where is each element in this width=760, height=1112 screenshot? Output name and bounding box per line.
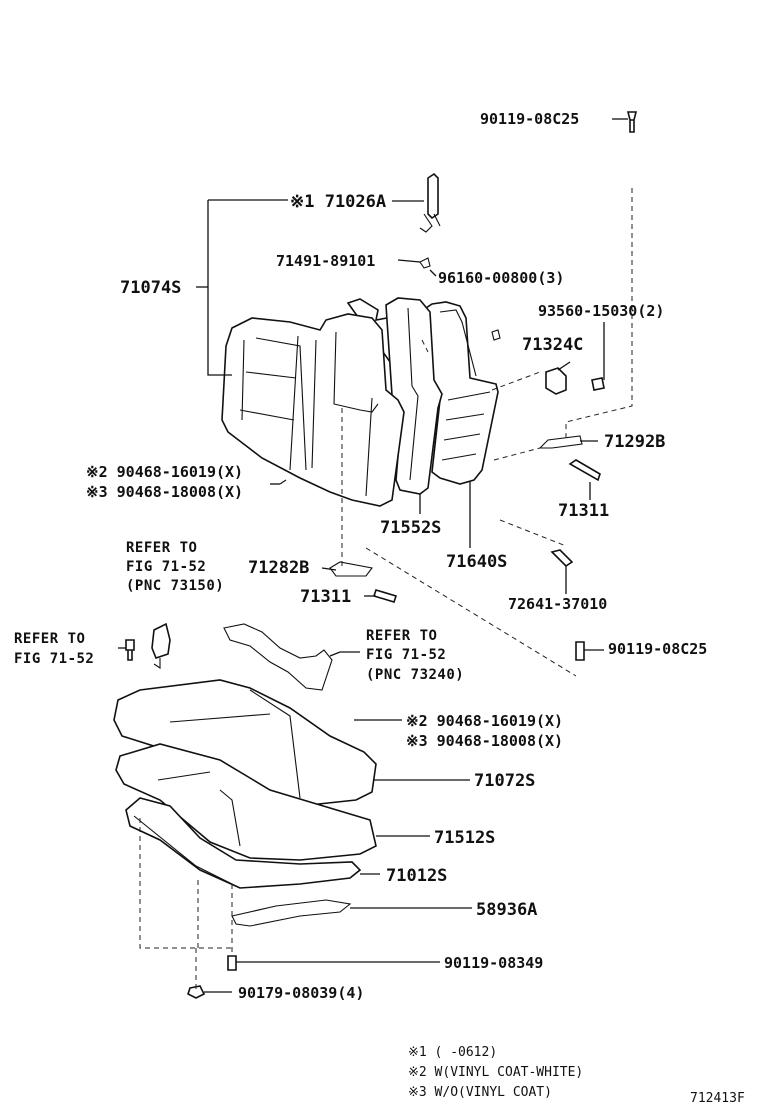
headrest-part [427, 172, 439, 220]
ref3-line3: (PNC 73240) [366, 667, 464, 683]
label-71512s: 71512S [434, 828, 495, 848]
label-90119-08c25-top: 90119-08C25 [480, 110, 579, 128]
label-72641-37010: 72641-37010 [508, 595, 607, 613]
seat-cushion-assembly [113, 679, 377, 999]
label-90468-16019-top: ※2 90468-16019(X) [86, 463, 243, 481]
label-71311-left: 71311 [300, 587, 351, 607]
label-90119-08349: 90119-08349 [444, 954, 543, 972]
label-90468-16019-mid: ※2 90468-16019(X) [406, 712, 563, 730]
seat-back-cover [221, 313, 405, 507]
label-90468-18008-top: ※3 90468-18008(X) [86, 483, 243, 501]
label-93560-15030: 93560-15030(2) [538, 302, 664, 320]
seat-back-assembly [221, 111, 638, 677]
label-90119-08c25-mid: 90119-08C25 [608, 640, 707, 658]
label-71552s: 71552S [380, 518, 441, 538]
figure-id: 712413F [690, 1091, 745, 1106]
ref1-line1: REFER TO [126, 540, 197, 556]
leader-lines [118, 118, 628, 993]
label-71012s: 71012S [386, 866, 447, 886]
ref2-line2: FIG 71-52 [14, 651, 94, 667]
label-58936a: 58936A [476, 900, 537, 920]
seat-belt-parts [125, 622, 333, 691]
label-71311-right: 71311 [558, 501, 609, 521]
reference-notes: REFER TO FIG 71-52 (PNC 73150) REFER TO … [14, 540, 464, 683]
part-labels: 90119-08C25 ※1 71026A 71074S 71491-89101… [86, 110, 707, 1002]
label-90179-08039: 90179-08039(4) [238, 984, 364, 1002]
label-71074s: 71074S [120, 278, 181, 298]
ref3-line1: REFER TO [366, 628, 437, 644]
label-71324c: 71324C [522, 335, 583, 355]
hinge-cover-part [545, 367, 567, 395]
footnotes: ※1 ( -0612) ※2 W(VINYL COAT-WHITE) ※3 W/… [408, 1045, 745, 1106]
label-71292b: 71292B [604, 432, 665, 452]
label-90468-18008-mid: ※3 90468-18008(X) [406, 732, 563, 750]
ref2-line1: REFER TO [14, 631, 85, 647]
seat-cushion-pad [115, 743, 377, 861]
label-96160-00800: 96160-00800(3) [438, 269, 564, 287]
ref3-line2: FIG 71-52 [366, 647, 446, 663]
footnote-2: ※2 W(VINYL COAT-WHITE) [408, 1065, 583, 1080]
ref1-line2: FIG 71-52 [126, 559, 206, 575]
footnote-1: ※1 ( -0612) [408, 1045, 497, 1060]
seat-cushion-frame [125, 797, 362, 889]
footnote-3: ※3 W/O(VINYL COAT) [408, 1085, 552, 1100]
seat-cushion-cover [113, 679, 377, 807]
label-71491-89101: 71491-89101 [276, 252, 375, 270]
label-71072s: 71072S [474, 771, 535, 791]
label-71640s: 71640S [446, 552, 507, 572]
label-71026a: ※1 71026A [290, 192, 386, 212]
label-71282b: 71282B [248, 558, 309, 578]
ref1-line3: (PNC 73150) [126, 578, 224, 594]
